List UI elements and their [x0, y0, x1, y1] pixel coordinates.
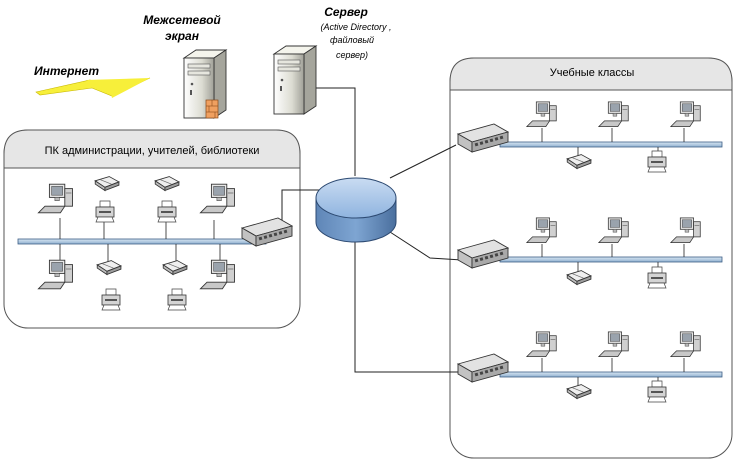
class-bus-3 [499, 371, 723, 378]
class-lan-1 [457, 101, 723, 173]
firewall-label-line2: экран [165, 29, 200, 43]
firewall-label-line1: Межсетевой [143, 13, 221, 27]
lightning-icon [35, 77, 151, 98]
server-title: Сервер [324, 5, 368, 19]
server-icon [273, 45, 317, 115]
firewall-icon [183, 49, 227, 119]
classes-zone-title: Учебные классы [550, 67, 635, 79]
server-subtitle-line1: (Active Directory , [320, 22, 391, 32]
class-bus-1 [499, 141, 723, 148]
admin-zone: ПК администрации, учителей, библиотеки [3, 129, 301, 329]
internet-label: Интернет [34, 64, 99, 78]
network-links [281, 87, 463, 373]
router-icon [315, 177, 397, 243]
admin-bus [17, 238, 267, 245]
server-subtitle-line2: файловый [330, 35, 374, 45]
class-lan-3 [457, 331, 723, 403]
class-bus-2 [499, 256, 723, 263]
class-lan-2 [457, 217, 723, 289]
admin-zone-title: ПК администрации, учителей, библиотеки [45, 145, 260, 157]
admin-lan [17, 176, 293, 311]
server-subtitle-line3: сервер) [336, 50, 368, 60]
